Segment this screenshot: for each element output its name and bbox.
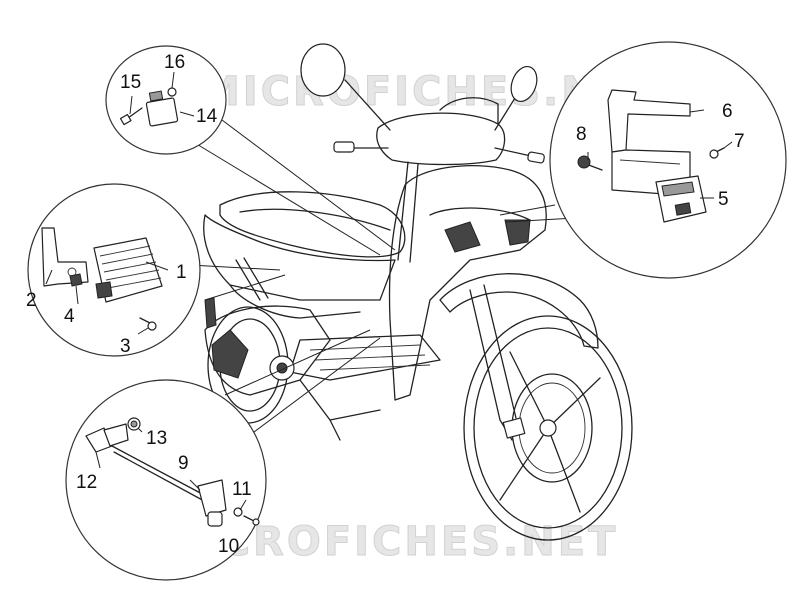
- callout-1: 1: [176, 262, 187, 283]
- detail-bubble-spark-cable: [65, 379, 267, 581]
- scooter-illustration: [203, 43, 633, 541]
- leader-lines: [189, 119, 576, 436]
- callout-5: 5: [718, 189, 729, 210]
- callout-6: 6: [722, 101, 733, 122]
- callout-11: 11: [232, 479, 252, 500]
- detail-bubble-control-unit: [549, 41, 787, 279]
- callout-13: 13: [146, 428, 167, 449]
- callout-12: 12: [76, 472, 97, 493]
- callout-14: 14: [196, 106, 218, 127]
- callout-15: 15: [120, 72, 141, 93]
- callout-numbers: 1 2 3 4 5 6 7 8 9 10 11 12 13 14 15 16: [26, 52, 745, 557]
- callout-leaders: [45, 71, 733, 511]
- callout-4: 4: [64, 306, 75, 327]
- detail-bubble-relay: [105, 45, 227, 155]
- callout-16: 16: [164, 52, 185, 73]
- callout-7: 7: [734, 131, 745, 152]
- callout-2: 2: [26, 290, 37, 311]
- callout-8: 8: [576, 124, 587, 145]
- callout-10: 10: [218, 536, 239, 557]
- detail-bubble-regulator: [27, 183, 201, 357]
- callout-9: 9: [178, 453, 189, 474]
- callout-3: 3: [120, 336, 131, 357]
